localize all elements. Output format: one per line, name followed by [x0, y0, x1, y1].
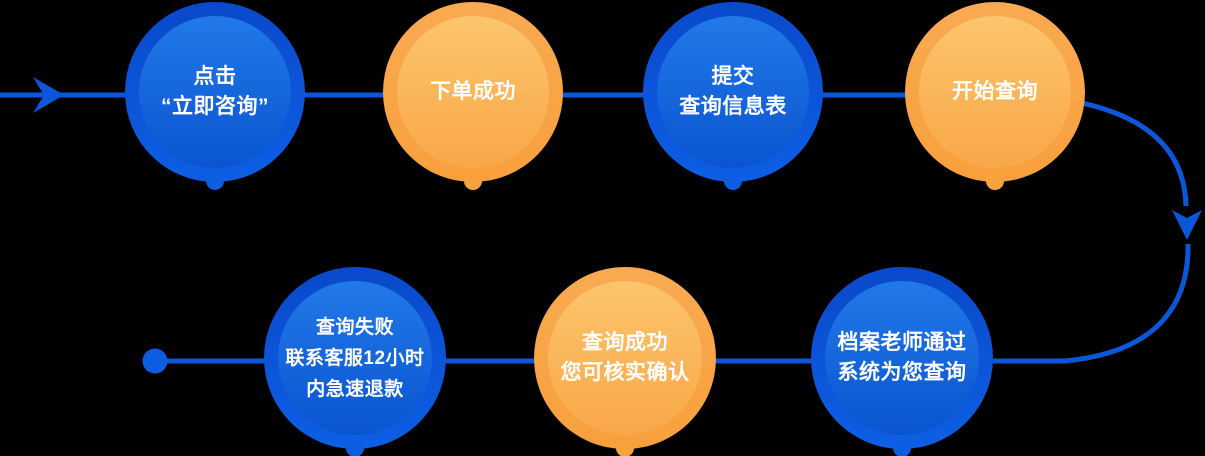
step-label-line: 提交	[711, 65, 755, 88]
step-circle: 档案老师通过 系统为您查询	[811, 267, 993, 456]
flow-step-teacher-query: 档案老师通过 系统为您查询	[811, 267, 993, 456]
step-label-line: 档案老师通过	[837, 331, 967, 354]
step-circle: 点击 “立即咨询”	[125, 2, 305, 190]
flow-start-arrow-icon	[33, 77, 64, 113]
step-label-line: 查询信息表	[679, 95, 787, 118]
step-circle: 下单成功	[383, 2, 563, 190]
step-label-line: 查询成功	[582, 331, 668, 354]
step-circle: 查询成功 您可核实确认	[534, 267, 716, 456]
flow-step-submit-form: 提交 查询信息表	[643, 2, 823, 190]
step-label-line: 查询失败	[315, 316, 394, 338]
step-label-line: 系统为您查询	[837, 361, 967, 384]
step-circle: 提交 查询信息表	[643, 2, 823, 190]
step-circle: 查询失败 联系客服12小时 内急速退款	[264, 267, 446, 456]
flow-step-query-success: 查询成功 您可核实确认	[534, 267, 716, 456]
step-tail-dot	[986, 172, 1004, 190]
flow-step-start-query: 开始查询	[905, 2, 1085, 190]
flow-turn-arrow-icon	[1172, 210, 1202, 240]
step-tail-dot	[206, 172, 224, 190]
flow-step-query-fail-refund: 查询失败 联系客服12小时 内急速退款	[264, 267, 446, 456]
step-label-line: 您可核实确认	[560, 361, 690, 384]
step-label-line: 内急速退款	[306, 378, 404, 400]
flow-end-dot	[142, 348, 168, 374]
step-tail-dot	[346, 439, 364, 456]
step-label-line: 下单成功	[430, 80, 516, 103]
step-tail-dot	[893, 439, 911, 456]
step-tail-dot	[464, 172, 482, 190]
step-circle: 开始查询	[905, 2, 1085, 190]
step-tail-dot	[616, 439, 634, 456]
turn-curve-lower	[157, 243, 1191, 364]
step-tail-dot	[724, 172, 742, 190]
step-label-line: 开始查询	[952, 80, 1038, 103]
flow-step-order-success: 下单成功	[383, 2, 563, 190]
flow-step-click-consult: 点击 “立即咨询”	[125, 2, 305, 190]
step-label-line: 联系客服12小时	[285, 347, 425, 369]
step-label-line: “立即咨询”	[161, 95, 269, 118]
step-label-line: 点击	[193, 65, 237, 88]
